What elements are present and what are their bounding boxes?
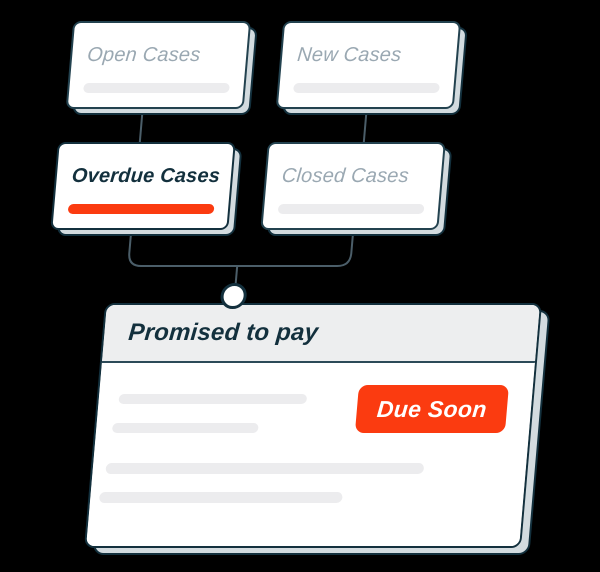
card-face: Promised to pay Due Soon: [84, 303, 543, 548]
card-title: Overdue Cases: [70, 165, 222, 187]
card-face: New Cases: [275, 21, 462, 109]
placeholder-bar: [98, 492, 343, 503]
card-title: Closed Cases: [280, 165, 410, 187]
detail-card-title: Promised to pay: [127, 319, 320, 346]
placeholder-bar: [277, 204, 425, 214]
detail-card-body: Due Soon: [86, 363, 535, 546]
card-closed-cases[interactable]: Closed Cases: [260, 142, 453, 236]
card-face: Closed Cases: [260, 142, 446, 230]
connector-open-overdue: [138, 110, 144, 148]
card-title: New Cases: [296, 44, 403, 66]
card-new-cases[interactable]: New Cases: [275, 21, 468, 115]
card-face: Overdue Cases: [50, 142, 236, 230]
detail-card-header: Promised to pay: [101, 305, 540, 363]
card-open-cases[interactable]: Open Cases: [65, 21, 258, 115]
highlight-bar: [67, 204, 215, 214]
card-title: Open Cases: [86, 44, 202, 66]
placeholder-bar: [105, 463, 425, 474]
connector-new-closed: [362, 110, 368, 148]
card-face: Open Cases: [65, 21, 252, 109]
placeholder-bar: [118, 394, 308, 404]
card-promised-to-pay[interactable]: Promised to pay Due Soon: [84, 303, 551, 555]
connector-bracket: [128, 232, 354, 267]
card-overdue-cases[interactable]: Overdue Cases: [50, 142, 243, 236]
placeholder-bar: [293, 83, 440, 93]
status-badge: Due Soon: [354, 385, 509, 433]
placeholder-bar: [111, 423, 259, 433]
placeholder-bar: [83, 83, 230, 93]
